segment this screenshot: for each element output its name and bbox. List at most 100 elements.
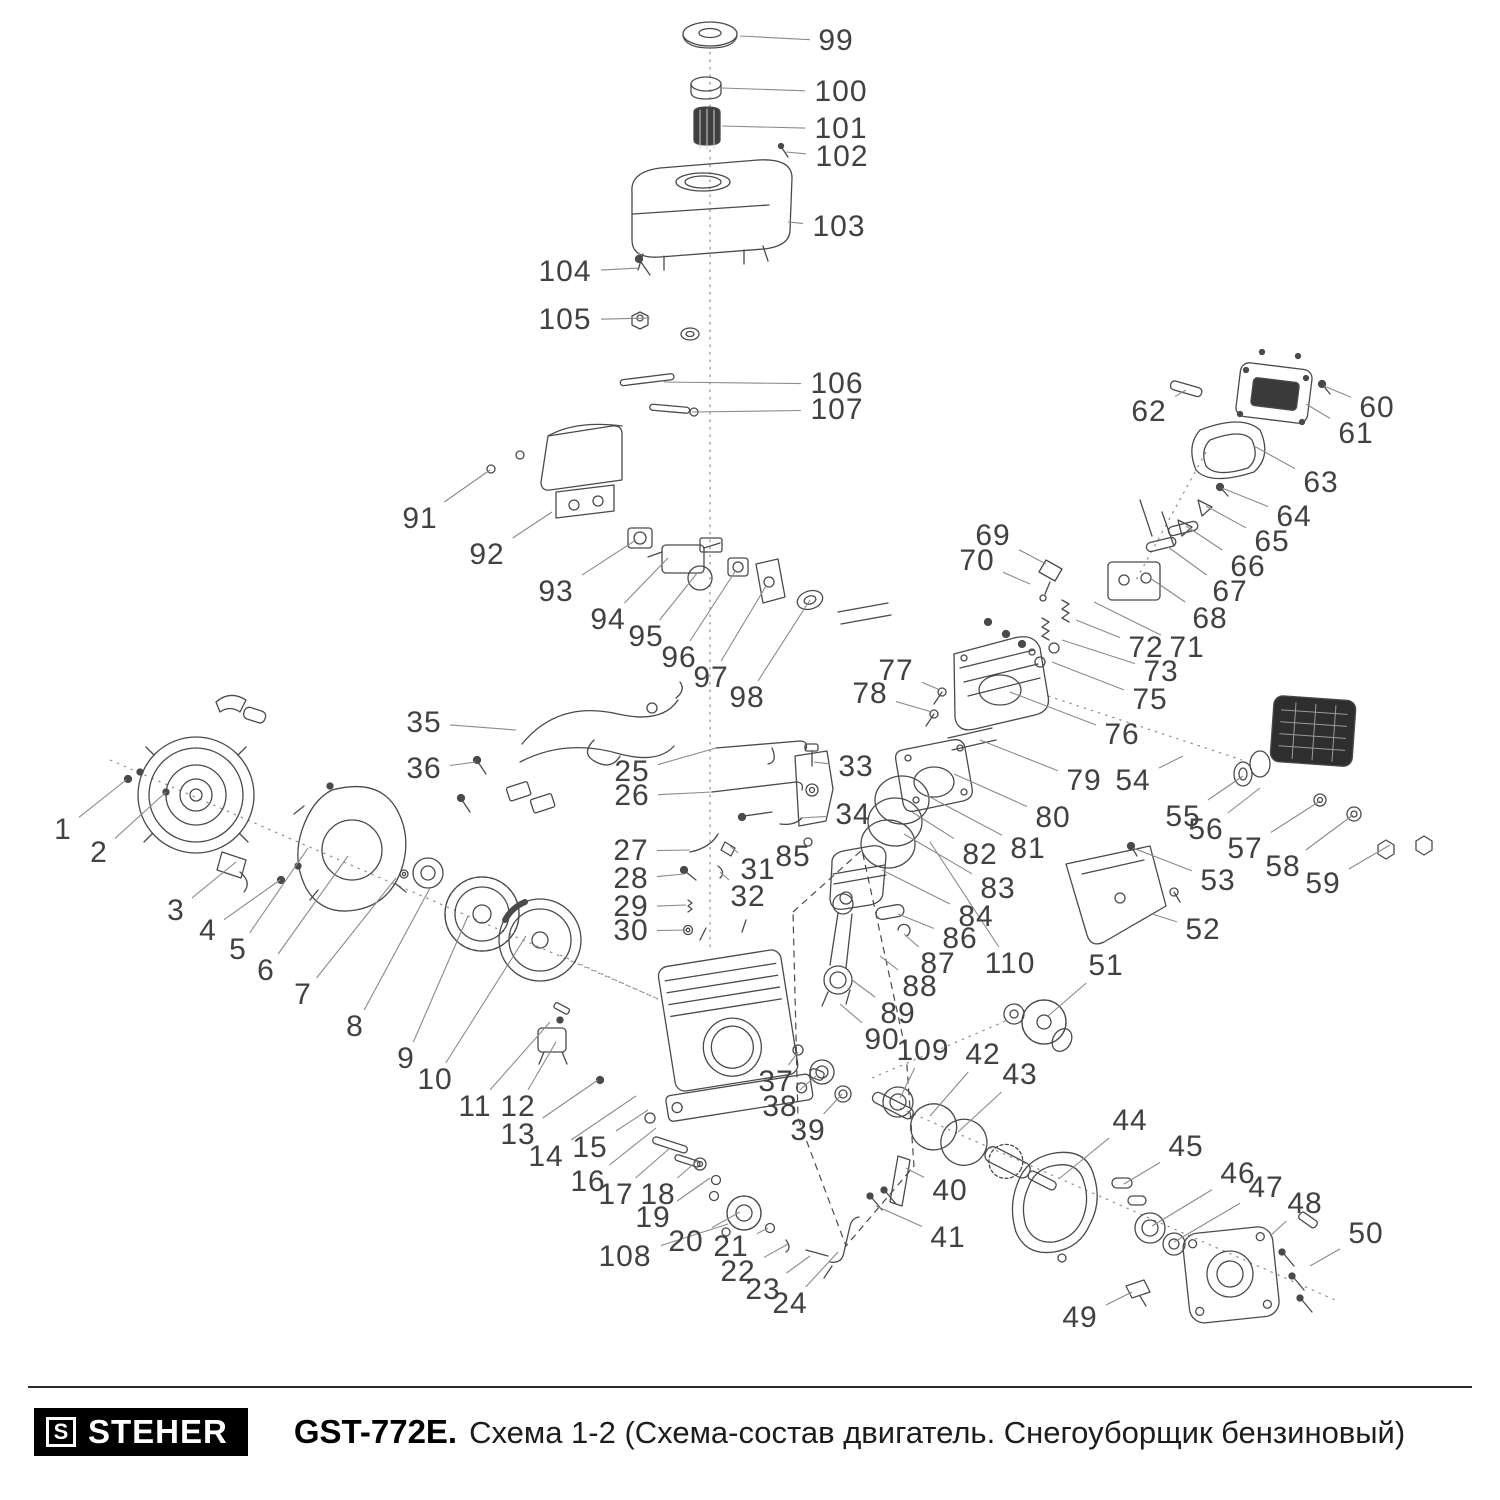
leader-line-18 (677, 1159, 699, 1179)
leader-line-94 (624, 557, 669, 604)
leader-line-20 (711, 1211, 741, 1229)
leader-line-12 (527, 1041, 557, 1091)
leader-line-16 (609, 1127, 657, 1166)
leader-line-28 (656, 873, 685, 878)
leader-line-21 (756, 1227, 769, 1235)
engine-sketch (123, 21, 1433, 1324)
steher-logo-icon: S (46, 1417, 76, 1447)
leader-line-25 (657, 747, 717, 766)
leader-line-7 (316, 877, 397, 979)
leader-line-19 (676, 1177, 711, 1202)
leader-line-86 (897, 913, 935, 930)
leader-line-47 (1173, 1202, 1241, 1243)
leader-line-95 (659, 571, 699, 621)
leader-line-27 (656, 849, 691, 852)
leader-line-44 (1059, 1137, 1110, 1179)
leader-line-51 (1047, 982, 1087, 1017)
leader-line-24 (805, 1251, 839, 1288)
leader-line-59 (1348, 844, 1391, 870)
leader-line-30 (656, 929, 687, 932)
leader-line-9 (412, 915, 469, 1043)
leader-line-91 (443, 469, 491, 503)
leader-line-46 (1151, 1189, 1213, 1227)
leader-line-26 (657, 791, 713, 796)
leader-line-100 (721, 87, 806, 92)
leader-line-5 (249, 847, 309, 934)
leader-line-14 (570, 1095, 637, 1141)
leader-line-68 (1149, 577, 1186, 603)
leader-line-6 (277, 855, 349, 955)
leader-line-13 (542, 1079, 599, 1119)
leader-line-71 (1093, 601, 1162, 636)
footer-divider (28, 1386, 1472, 1388)
leader-line-15 (615, 1109, 649, 1132)
footer: S STEHER GST-772E. Схема 1-2 (Схема-соста… (0, 1386, 1500, 1456)
leader-line-4 (223, 879, 281, 921)
leader-line-31 (729, 845, 739, 854)
leader-line-108 (660, 1223, 729, 1246)
leader-line-75 (1051, 661, 1125, 691)
leader-line-63 (1253, 445, 1296, 470)
leader-line-82 (911, 811, 955, 840)
leader-line-87 (903, 933, 920, 948)
leader-line-42 (929, 1071, 969, 1117)
leader-line-70 (1002, 571, 1031, 585)
leader-line-17 (635, 1147, 671, 1179)
leader-line-61 (1305, 403, 1331, 419)
leader-line-78 (895, 701, 933, 713)
leader-line-57 (1270, 800, 1321, 833)
model-number: GST-772E. (293, 1413, 458, 1450)
sub-assembly-dashed-outline (792, 848, 915, 1248)
brand-name: STEHER (88, 1413, 228, 1450)
leader-line-69 (1018, 549, 1047, 565)
leader-lines (78, 35, 1391, 1306)
leader-line-72 (1075, 619, 1121, 639)
leader-line-99 (739, 35, 811, 41)
steher-logo: S STEHER (34, 1408, 248, 1456)
leader-line-32 (719, 871, 730, 881)
leader-line-23 (786, 1255, 811, 1274)
leader-line-96 (689, 569, 737, 642)
leader-line-53 (1132, 847, 1193, 872)
leader-line-64 (1221, 487, 1269, 508)
leader-line-107 (691, 409, 802, 413)
leader-line-92 (512, 511, 553, 539)
leader-line-58 (1305, 814, 1354, 851)
scheme-title: Схема 1-2 (Схема-состав двигатель. Снего… (469, 1415, 1406, 1450)
leader-line-54 (1158, 755, 1184, 769)
leader-line-8 (363, 887, 431, 1011)
leader-line-48 (1269, 1220, 1287, 1237)
leader-line-81 (927, 795, 1003, 836)
leader-line-52 (1151, 913, 1178, 923)
leader-line-22 (763, 1243, 789, 1258)
leader-line-34 (799, 815, 828, 819)
leader-line-80 (953, 773, 1028, 807)
leader-line-56 (1227, 787, 1261, 814)
leader-line-89 (851, 979, 876, 998)
leader-line-45 (1123, 1162, 1161, 1185)
leader-line-101 (721, 125, 806, 129)
leader-line-35 (449, 724, 517, 731)
leader-line-36 (449, 761, 477, 767)
leader-line-62 (1174, 389, 1187, 398)
leader-line-38 (799, 1075, 817, 1091)
leader-line-88 (879, 955, 899, 971)
leader-line-98 (757, 599, 811, 682)
leader-line-66 (1185, 525, 1223, 551)
leader-line-49 (1105, 1291, 1133, 1306)
leader-line-109 (899, 1067, 916, 1099)
leader-line-110 (929, 841, 1000, 948)
leader-line-77 (921, 681, 941, 691)
leader-line-50 (1309, 1248, 1341, 1267)
leader-line-73 (1061, 639, 1136, 665)
leader-line-76 (1009, 691, 1097, 726)
leader-line-2 (114, 791, 167, 839)
leader-line-39 (823, 1093, 843, 1115)
leader-line-60 (1323, 385, 1352, 398)
leader-line-10 (445, 935, 527, 1064)
leader-line-93 (581, 539, 637, 576)
leader-line-105 (600, 317, 651, 320)
leader-line-67 (1167, 546, 1207, 576)
leader-line-3 (191, 861, 237, 899)
